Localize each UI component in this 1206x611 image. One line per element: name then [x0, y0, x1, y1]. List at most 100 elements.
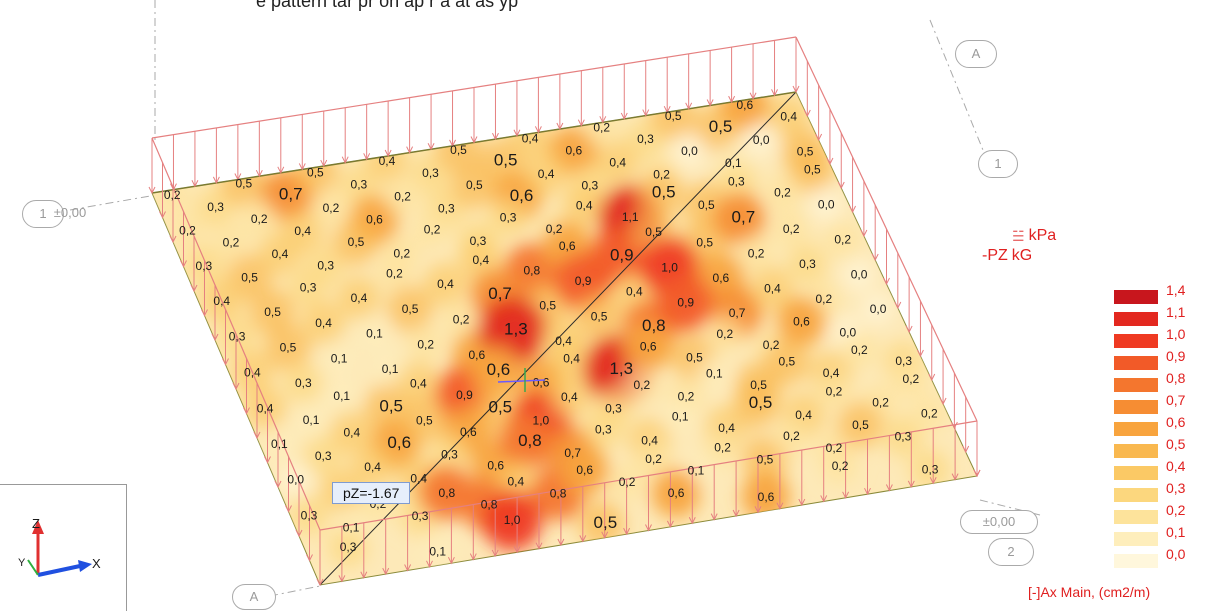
plate-value-label: 0,1 — [331, 351, 348, 365]
plate-value-label: 0,6 — [565, 143, 582, 157]
contour-blob — [302, 435, 344, 477]
contour-blob — [375, 254, 413, 293]
plate-value-label: 0,2 — [546, 222, 563, 236]
plate-value-label: 0,9 — [677, 296, 694, 310]
axis-x-label: X — [92, 556, 101, 571]
plate-value-label: 0,2 — [593, 120, 610, 134]
plate-value-label: 0,5 — [466, 178, 483, 192]
plate-value-label: 0,3 — [351, 177, 368, 191]
legend-value: 1,4 — [1166, 282, 1186, 298]
level-tag-right[interactable]: ±0,00 — [960, 510, 1038, 534]
contour-blob — [168, 211, 206, 250]
axis-y-label: Y — [18, 557, 26, 569]
load-arrowhead — [577, 119, 585, 127]
grid-tag-1-left[interactable]: 1 — [22, 200, 64, 228]
plate-value-label: 0,1 — [382, 362, 399, 376]
plate-value-label: 0,4 — [364, 460, 381, 474]
grid-tag-2-right[interactable]: 2 — [988, 538, 1034, 566]
plate-value-label: 0,1 — [343, 520, 360, 534]
contour-blob — [524, 152, 568, 196]
legend-swatch — [1114, 444, 1158, 458]
contour-blob — [910, 394, 948, 433]
load-unit: kG — [1011, 247, 1033, 264]
load-arrowhead — [666, 520, 674, 528]
reinforcement-contour-map — [153, 92, 950, 569]
load-arrowhead — [710, 513, 718, 521]
load-arrowhead — [749, 92, 757, 100]
load-arrowhead — [264, 456, 271, 464]
legend-value: 0,0 — [1166, 546, 1186, 562]
load-arrowhead — [253, 431, 261, 440]
gridline-a-bottom — [269, 585, 321, 597]
load-arrowhead — [771, 89, 778, 97]
plate-value-label: 0,6 — [559, 239, 576, 253]
plate-value-label: 0,4 — [561, 390, 578, 404]
plate-value-label: 0,2 — [851, 343, 868, 357]
plate-value-label: 0,5 — [591, 309, 608, 323]
contour-blob — [396, 361, 440, 406]
load-arrowhead — [860, 229, 868, 238]
load-arrowhead — [849, 205, 857, 214]
contour-blob — [789, 146, 836, 193]
plate-value-label: 0,4 — [244, 365, 261, 379]
plate-value-label: 0,2 — [815, 292, 832, 306]
plate-value-label: 0,6 — [533, 375, 550, 389]
plate-value-label: 0,2 — [834, 233, 851, 247]
contour-blob — [744, 123, 777, 156]
contour-blob — [741, 436, 788, 483]
plate-value-label: 0,0 — [753, 133, 770, 147]
legend-swatch — [1114, 400, 1158, 414]
load-arrowhead — [642, 109, 650, 117]
contour-blob — [261, 426, 297, 462]
level-tag-left[interactable]: ±0,00 — [53, 205, 87, 220]
load-arrowhead — [470, 136, 478, 144]
plate-value-label: 1,0 — [533, 413, 550, 427]
load-arrowhead — [706, 99, 714, 107]
plate-value-label: 0,4 — [379, 154, 396, 168]
plate-value-label: 0,4 — [823, 366, 840, 380]
plate-value-label: 0,5 — [696, 236, 713, 250]
legend-swatch — [1114, 510, 1158, 524]
load-arrowhead — [798, 498, 806, 507]
load-arrowhead — [449, 139, 456, 147]
load-arrowhead — [232, 382, 240, 391]
grid-tag-1-right[interactable]: 1 — [978, 150, 1018, 178]
legend-value: 0,7 — [1166, 392, 1186, 408]
load-arrowhead — [295, 529, 303, 538]
plate-value-label: 0,1 — [271, 437, 288, 451]
load-arrowhead — [929, 477, 937, 485]
load-arrowhead — [243, 407, 250, 415]
contour-blob — [814, 372, 853, 411]
contour-blob — [837, 401, 884, 448]
plate-value-label: 0,0 — [839, 326, 856, 340]
plate-value-label: 0,3 — [500, 211, 517, 225]
plate-value-label: 0,5 — [416, 414, 433, 428]
plate-value-label: 0,8 — [642, 316, 666, 335]
legend-value: 0,6 — [1166, 414, 1186, 430]
plate-value-label: 0,2 — [783, 222, 800, 236]
pressure-symbol-icon: ☱ — [1012, 228, 1025, 244]
plate-value-label: 0,2 — [619, 475, 636, 489]
load-arrowhead — [491, 549, 499, 558]
plate-value-label: 0,2 — [921, 407, 938, 421]
plate-value-label: 0,3 — [317, 258, 334, 272]
load-arrowhead — [754, 506, 762, 514]
plate-value-label: 0,6 — [366, 213, 383, 227]
plate-value-label: 0,3 — [895, 430, 912, 444]
contour-blob — [595, 140, 640, 185]
load-arrowhead — [885, 484, 893, 492]
plate-value-label: 0,4 — [410, 471, 427, 485]
grid-tag-a-top[interactable]: A — [955, 40, 997, 68]
contour-blob — [582, 409, 624, 450]
plate-value-label: 0,5 — [494, 151, 518, 170]
plate-value-label: 0,3 — [895, 354, 912, 368]
plate-value-label: 0,7 — [564, 446, 581, 460]
plate-value-label: 0,8 — [518, 431, 542, 450]
contour-blob — [636, 170, 683, 217]
grid-tag-a-bottom[interactable]: A — [232, 584, 276, 610]
contour-blob — [428, 434, 470, 475]
contour-blob — [419, 533, 455, 569]
contour-blob — [293, 402, 329, 438]
